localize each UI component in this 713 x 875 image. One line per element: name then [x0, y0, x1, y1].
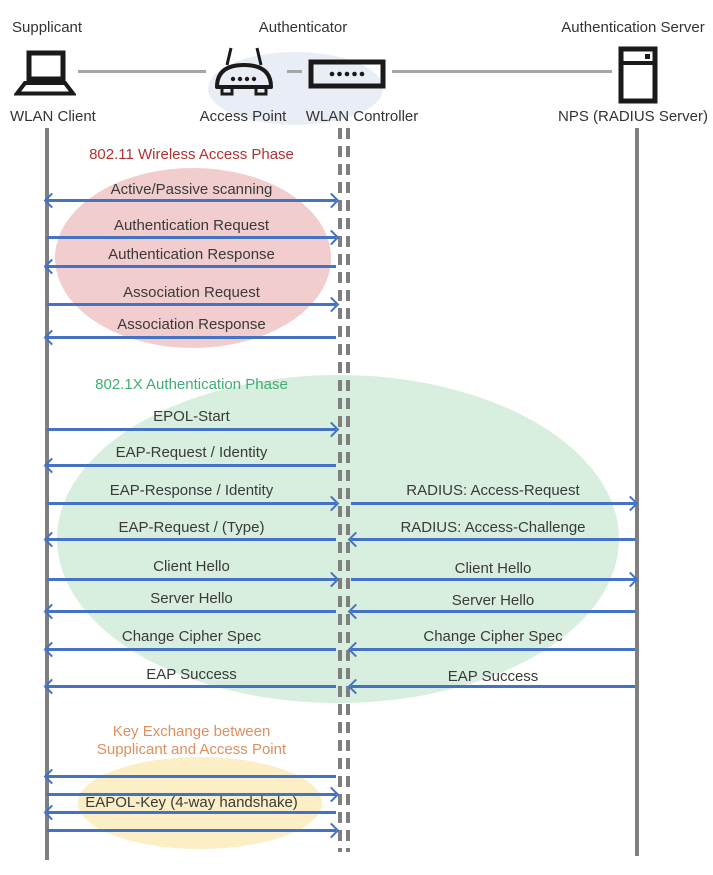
- message-label: Authentication Request: [113, 217, 270, 234]
- access-point-icon: [215, 47, 273, 96]
- phase-title-key-exchange-line2: Supplicant and Access Point: [96, 741, 287, 758]
- message-arrow-authentication-response: [43, 258, 336, 275]
- handshake-arrow-3: [43, 804, 336, 821]
- actor-role-authenticator: Authenticator: [258, 19, 348, 36]
- message-arrow-change-cipher-spec-right: [347, 641, 635, 658]
- lifeline-wlan-client: [45, 128, 49, 860]
- message-arrow-client-hello-left: [47, 571, 340, 588]
- arrowhead-right: [323, 822, 340, 839]
- message-arrow-authentication-request: [47, 229, 340, 246]
- message-label: Server Hello: [150, 590, 233, 607]
- message-arrow-server-hello-right: [347, 603, 635, 620]
- server-icon: [618, 46, 658, 104]
- message-label: EAP-Response / Identity: [109, 482, 274, 499]
- message-label: EAP Success: [146, 666, 237, 683]
- phase-title-8021x: 802.1X Authentication Phase: [95, 376, 288, 393]
- wlan-controller-icon: [308, 59, 386, 89]
- device-label-wlan-controller: WLAN Controller: [305, 108, 419, 125]
- message-label: EAPOL-Key (4-way handshake): [85, 793, 298, 811]
- laptop-icon: [14, 50, 76, 96]
- handshake-arrow-1: [43, 768, 336, 785]
- connector-client-ap: [78, 70, 206, 73]
- message-arrow-association-request: [47, 296, 340, 313]
- lifeline-wlan-controller-inner: [346, 128, 350, 852]
- message-label: EPOL-Start: [153, 408, 230, 425]
- connector-controller-server: [392, 70, 612, 73]
- connector-ap-controller: [287, 70, 302, 73]
- actor-role-supplicant: Supplicant: [12, 19, 83, 36]
- message-label: Client Hello: [454, 560, 532, 577]
- message-label: Server Hello: [451, 592, 535, 609]
- message-arrow-client-hello-right: [351, 571, 639, 588]
- device-label-wlan-client: WLAN Client: [10, 108, 96, 125]
- message-arrow-association-response: [43, 329, 336, 346]
- message-label: RADIUS: Access-Request: [406, 482, 580, 499]
- actor-role-auth-server: Authentication Server: [561, 19, 705, 36]
- message-label: Association Response: [117, 316, 266, 333]
- message-arrow-server-hello-left: [43, 603, 336, 620]
- message-label: Active/Passive scanning: [110, 181, 273, 198]
- message-arrow-epol-start: [47, 421, 340, 438]
- message-arrow-eap-request-type: [43, 531, 336, 548]
- message-arrow-eap-request-identity: [43, 457, 336, 474]
- device-label-nps: NPS (RADIUS Server): [557, 108, 709, 125]
- message-arrow-radius-access-challenge: [347, 531, 635, 548]
- phase-title-key-exchange-line1: Key Exchange between: [112, 723, 271, 740]
- message-label: Client Hello: [153, 558, 230, 575]
- lifeline-nps: [635, 128, 639, 856]
- handshake-arrow-2: [47, 786, 340, 803]
- message-label: RADIUS: Access-Challenge: [400, 519, 586, 536]
- message-label: EAP-Request / Identity: [115, 444, 268, 461]
- message-arrow-eap-response-identity: [47, 495, 340, 512]
- device-label-access-point: Access Point: [199, 108, 287, 125]
- message-label: EAP-Request / (Type): [118, 519, 265, 536]
- phase-ellipse-80211: [55, 168, 331, 348]
- lifeline-wlan-controller-outer: [338, 128, 342, 852]
- message-arrow-eap-success-right: [347, 678, 635, 695]
- message-label: Change Cipher Spec: [121, 628, 262, 645]
- message-arrow-change-cipher-spec-left: [43, 641, 336, 658]
- message-label: Association Request: [123, 284, 260, 301]
- message-label: Authentication Response: [108, 246, 275, 263]
- phase-ellipse-key-exchange: [78, 757, 322, 849]
- message-arrow-eap-success-left: [43, 678, 336, 695]
- message-label: Change Cipher Spec: [423, 628, 563, 645]
- message-arrow-radius-access-request: [351, 495, 639, 512]
- message-label: EAP Success: [447, 668, 539, 685]
- handshake-arrow-4: [47, 822, 340, 839]
- phase-title-80211: 802.11 Wireless Access Phase: [89, 146, 294, 163]
- message-arrow-active-passive-scanning: [43, 192, 340, 209]
